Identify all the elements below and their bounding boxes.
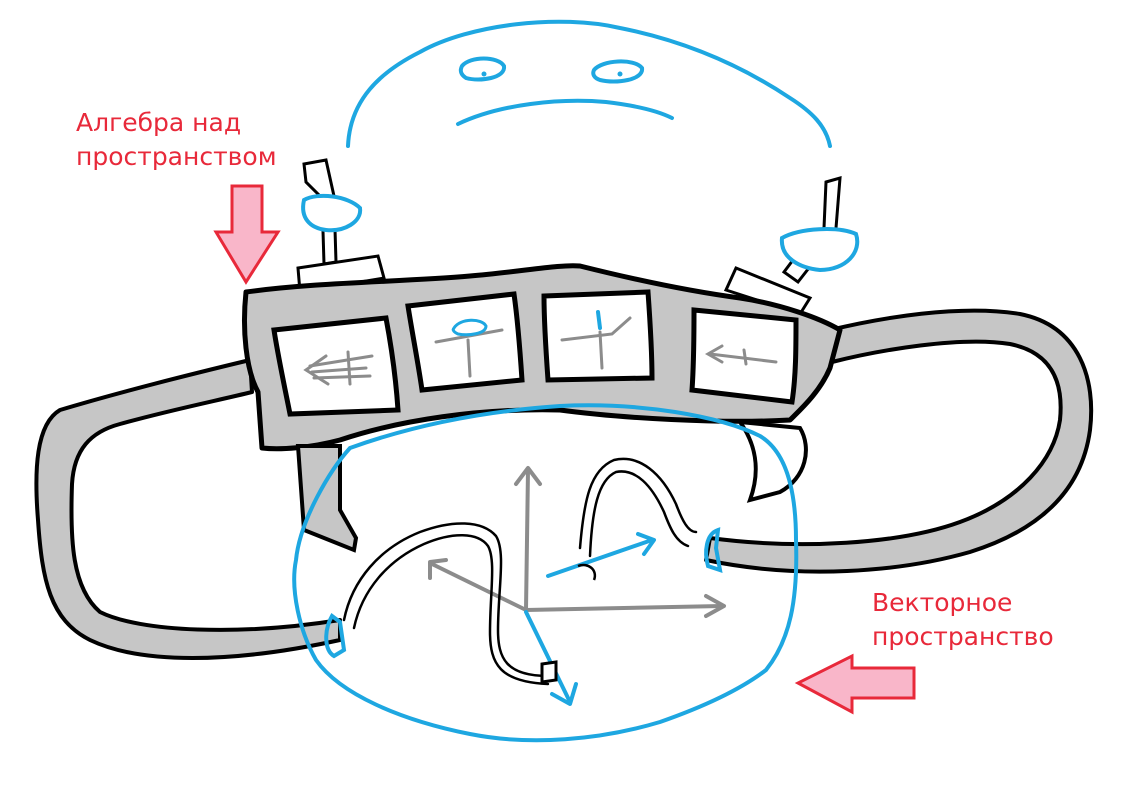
vector-y-axis — [524, 468, 530, 612]
right-ear-clip — [704, 527, 723, 573]
mouth — [456, 98, 674, 126]
cord-end-clip — [540, 660, 558, 684]
screen-4-glyph — [704, 344, 778, 366]
left-eye — [458, 56, 506, 82]
cord-hook — [577, 563, 597, 581]
label-vector-space: Векторное пространство — [872, 586, 1054, 654]
screen-2 — [405, 291, 525, 393]
left-strap-loop — [301, 193, 363, 233]
label-algebra-line-1: Алгебра над — [76, 108, 242, 137]
right-eye — [591, 59, 644, 84]
label-algebra-line-2: пространством — [76, 142, 277, 171]
face-outline — [292, 403, 799, 743]
left-ear-clip — [324, 613, 347, 659]
screen-3-glyph — [560, 310, 632, 370]
label-algebra: Алгебра над пространством — [76, 106, 277, 174]
cords — [342, 457, 698, 686]
right-hook — [735, 419, 808, 503]
label-vector-line-2: пространство — [872, 622, 1054, 651]
arrow-left-icon — [794, 653, 916, 715]
screen-2-glyph — [434, 318, 504, 378]
label-vector-line-1: Векторное — [872, 588, 1013, 617]
head-outline — [346, 19, 832, 148]
right-strap-loop — [779, 227, 860, 273]
vector-diagonal — [430, 562, 528, 612]
left-pupil — [481, 71, 487, 77]
vector-diagram — [428, 466, 726, 706]
right-pupil — [617, 71, 623, 77]
screen-1 — [271, 315, 401, 417]
vector-x-axis — [524, 604, 724, 612]
screen-1-glyph — [303, 350, 374, 386]
vector-blue-2 — [524, 610, 572, 704]
left-side-band — [34, 358, 342, 660]
left-hook — [295, 444, 359, 553]
arrow-down-icon — [213, 184, 281, 285]
vector-blue-1 — [546, 538, 654, 578]
